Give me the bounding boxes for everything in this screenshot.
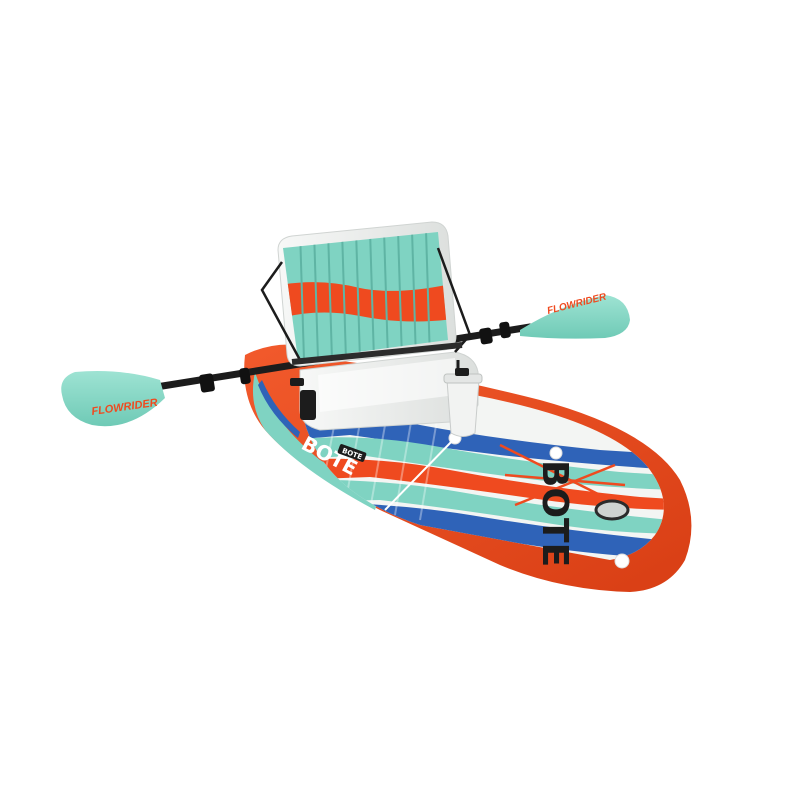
cup — [443, 360, 483, 437]
paddle-blade-left — [61, 371, 165, 427]
deck-valve — [594, 499, 630, 521]
kayak-seat — [260, 221, 479, 431]
paddle-blade-right — [520, 295, 630, 339]
deck-logo: BOTE — [534, 460, 575, 567]
